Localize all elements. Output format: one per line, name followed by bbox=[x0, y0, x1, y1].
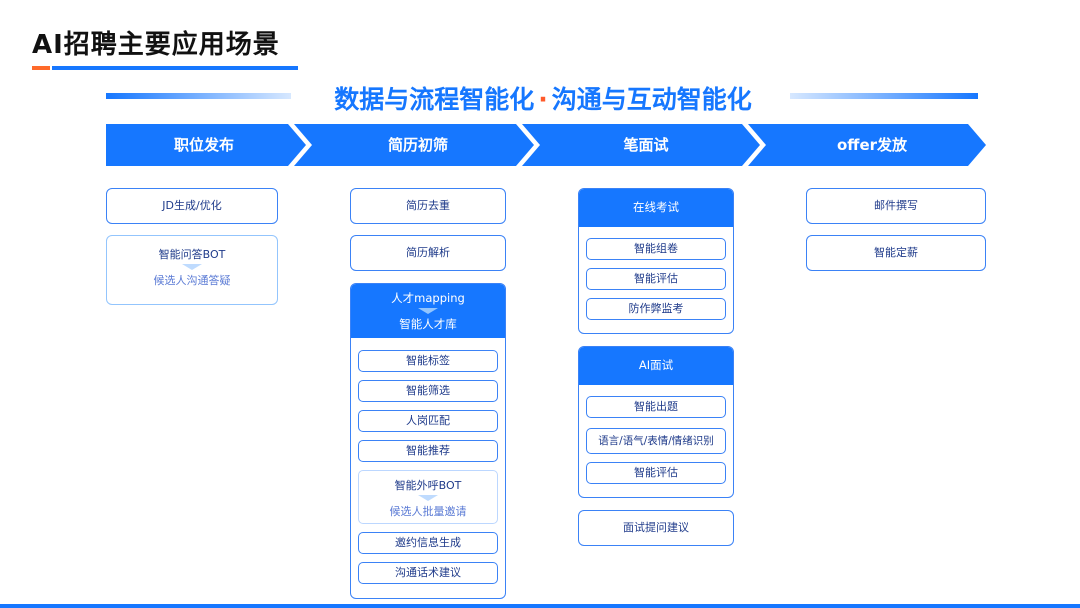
smart-eval-item: 智能评估 bbox=[586, 268, 726, 290]
stage-label-1: 职位发布 bbox=[173, 136, 234, 154]
smart-salary-box: 智能定薪 bbox=[806, 235, 986, 271]
online-exam-panel: 在线考试 智能组卷 智能评估 防作弊监考 bbox=[578, 188, 734, 334]
smart-question-item: 智能出题 bbox=[586, 396, 726, 418]
talent-pool-panel: 人才mapping 智能人才库 智能标签 智能筛选 人岗匹配 智能推荐 智能外呼… bbox=[350, 283, 506, 599]
auto-paper-item: 智能组卷 bbox=[586, 238, 726, 260]
qa-bot-title: 智能问答BOT bbox=[158, 248, 226, 261]
invite-info-item: 邀约信息生成 bbox=[358, 532, 498, 554]
headline-right-rule bbox=[790, 93, 978, 99]
talent-pool-header: 人才mapping 智能人才库 bbox=[351, 284, 505, 338]
down-arrow-icon bbox=[418, 495, 438, 501]
online-exam-header: 在线考试 bbox=[579, 189, 733, 227]
mail-write-box: 邮件撰写 bbox=[806, 188, 986, 224]
talk-script-item: 沟通话术建议 bbox=[358, 562, 498, 584]
page-title: AI招聘主要应用场景 bbox=[32, 30, 280, 60]
headline-left: 数据与流程智能化 bbox=[334, 85, 535, 114]
ai-interview-panel: AI面试 智能出题 语言/语气/表情/情绪识别 智能评估 bbox=[578, 346, 734, 498]
interview-advice-box: 面试提问建议 bbox=[578, 510, 734, 546]
stage-label-3: 笔面试 bbox=[623, 136, 669, 154]
stage-label-2: 简历初筛 bbox=[387, 136, 448, 154]
smart-tag-item: 智能标签 bbox=[358, 350, 498, 372]
resume-dedupe-box: 简历去重 bbox=[350, 188, 506, 224]
qa-bot-sub: 候选人沟通答疑 bbox=[153, 274, 231, 287]
headline-dot: · bbox=[538, 85, 548, 114]
stage-label-4: offer发放 bbox=[836, 136, 908, 154]
smart-filter-item: 智能筛选 bbox=[358, 380, 498, 402]
emotion-recognition-item: 语言/语气/表情/情绪识别 bbox=[586, 428, 726, 454]
stage-flow: 职位发布 简历初筛 笔面试 offer发放 bbox=[106, 124, 986, 166]
bottom-rule bbox=[0, 604, 1080, 608]
call-bot-box: 智能外呼BOT 候选人批量邀请 bbox=[358, 470, 498, 524]
down-arrow-icon bbox=[418, 308, 438, 314]
stage-arrow-3 bbox=[522, 124, 760, 166]
call-bot-sub: 候选人批量邀请 bbox=[389, 505, 467, 518]
talent-mapping-label: 人才mapping bbox=[391, 291, 465, 305]
stage-arrow-4 bbox=[748, 124, 986, 166]
headline: 数据与流程智能化·沟通与互动智能化 bbox=[300, 80, 786, 116]
jd-optimize-box: JD生成/优化 bbox=[106, 188, 278, 224]
down-arrow-icon bbox=[182, 264, 202, 270]
headline-left-rule bbox=[106, 93, 291, 99]
call-bot-title: 智能外呼BOT bbox=[394, 479, 462, 492]
resume-parse-box: 简历解析 bbox=[350, 235, 506, 271]
smart-recommend-item: 智能推荐 bbox=[358, 440, 498, 462]
headline-right: 沟通与互动智能化 bbox=[551, 85, 752, 114]
stage-arrows bbox=[106, 124, 986, 166]
job-match-item: 人岗匹配 bbox=[358, 410, 498, 432]
title-accent-bar bbox=[32, 66, 50, 70]
stage-arrow-2 bbox=[294, 124, 534, 166]
title-underline bbox=[52, 66, 298, 70]
qa-bot-box: 智能问答BOT 候选人沟通答疑 bbox=[106, 235, 278, 305]
anti-cheat-item: 防作弊监考 bbox=[586, 298, 726, 320]
smart-eval-2-item: 智能评估 bbox=[586, 462, 726, 484]
talent-pool-label: 智能人才库 bbox=[399, 317, 457, 331]
ai-interview-header: AI面试 bbox=[579, 347, 733, 385]
stage-arrow-1 bbox=[106, 124, 306, 166]
